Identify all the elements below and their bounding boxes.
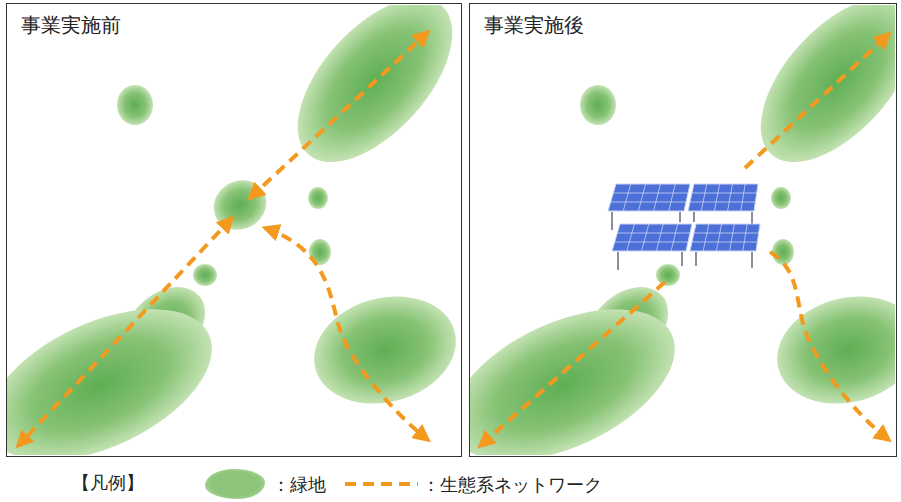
legend-text: ：生態系ネットワーク [422,473,602,497]
network-arrows-before [18,32,428,446]
solar-panels [608,184,760,270]
green-areas-before [7,5,460,455]
panel-title: 事業実施前 [21,12,121,39]
legend-swatch [205,469,265,499]
network-arrows-after [480,34,889,446]
panel-title: 事業実施後 [484,12,584,39]
legend-line-sample [345,482,418,486]
panel-frame: 事業実施後 [469,3,897,457]
legend-heading: 【凡例】 [72,471,144,495]
legend-text: ：緑地 [272,473,326,497]
green-areas-after [470,5,895,455]
panel-frame: 事業実施前 [6,3,462,457]
